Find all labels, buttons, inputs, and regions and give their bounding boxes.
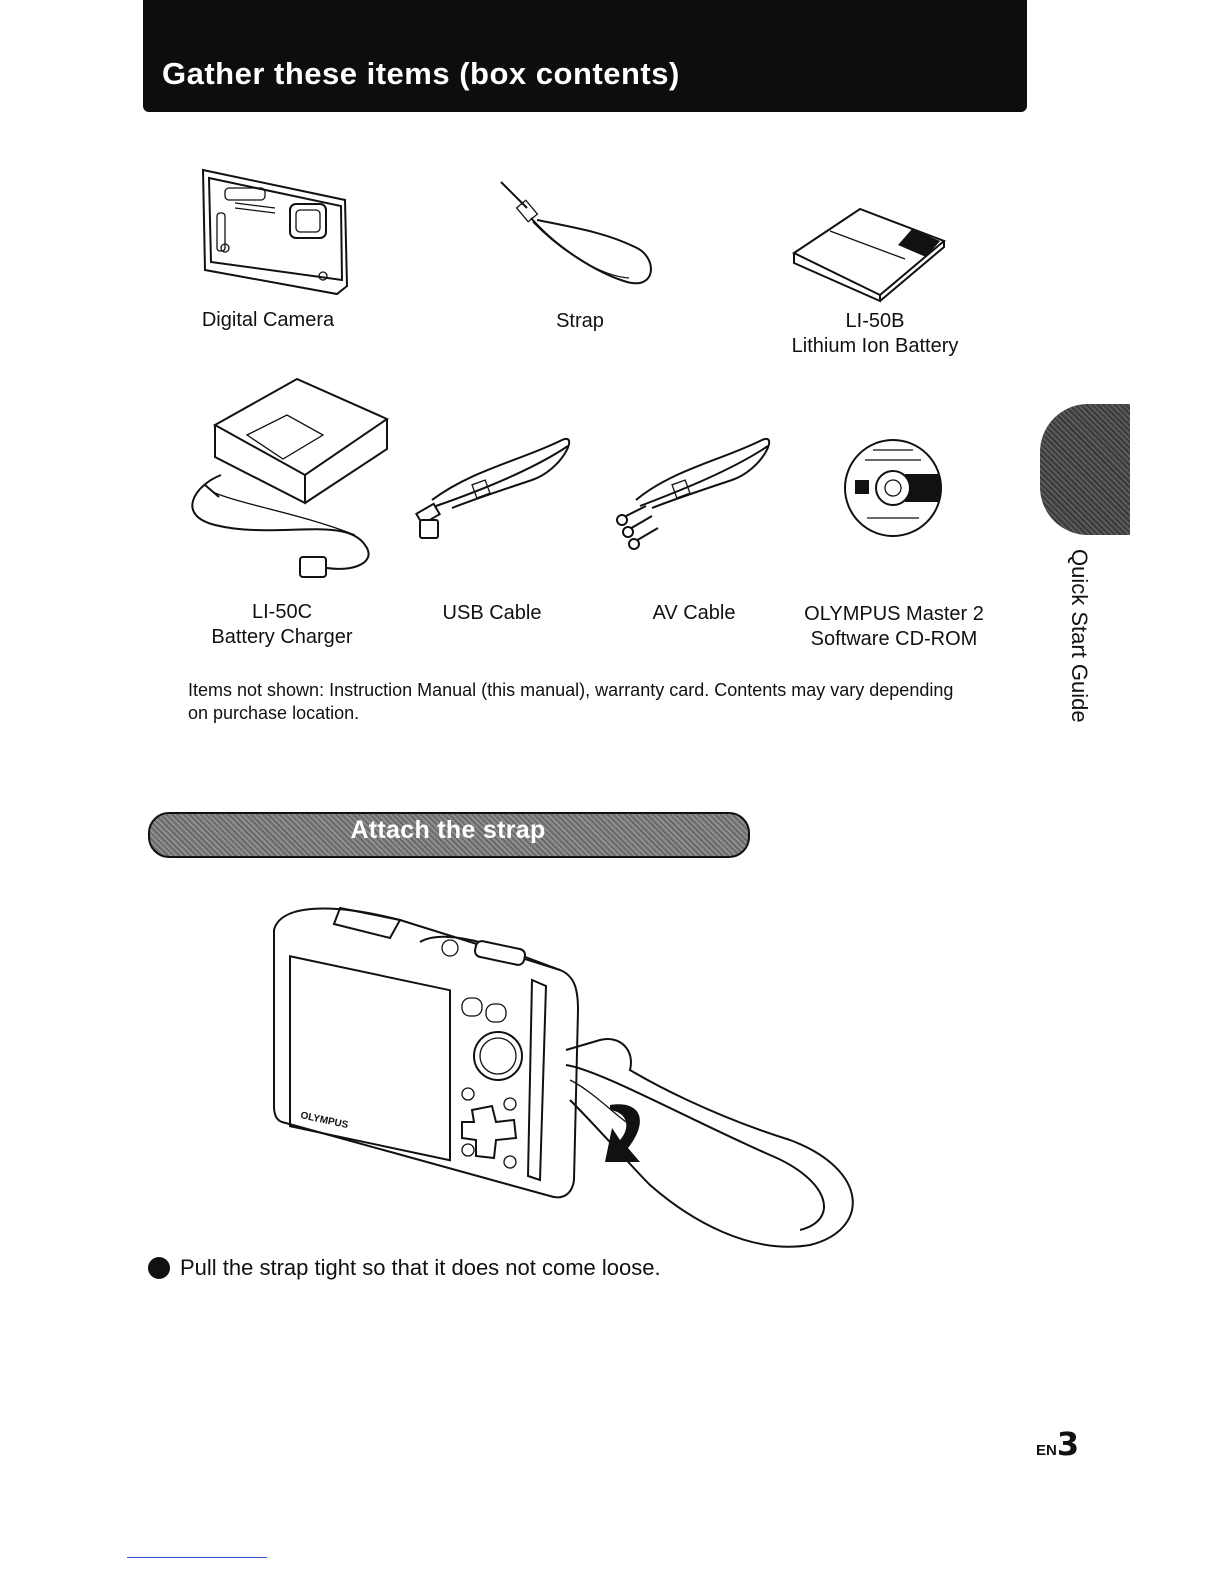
- camera-strap-illustration: OLYMPUS: [273, 906, 854, 1248]
- caption-line: LI-50B: [845, 310, 905, 332]
- strap-icon: [500, 181, 652, 285]
- side-tab-label: Quick Start Guide: [1067, 549, 1092, 723]
- item-caption-usb-cable: USB Cable: [412, 601, 572, 626]
- av-cable-icon: [616, 437, 771, 550]
- caption-line: Lithium Ion Battery: [791, 335, 959, 357]
- item-caption-charger: LI-50C Battery Charger: [182, 600, 382, 650]
- caption-line: Digital Camera: [201, 309, 335, 331]
- caption-line: Strap: [556, 310, 604, 332]
- page-title: Gather these items (box contents): [162, 56, 680, 91]
- header-bar: [143, 0, 1027, 112]
- side-tab-marker: [1040, 404, 1130, 535]
- camera-icon: [201, 168, 349, 296]
- page-number: EN3: [1036, 1425, 1079, 1463]
- items-not-shown-note: Items not shown: Instruction Manual (thi…: [188, 680, 954, 723]
- instruction-text: Pull the strap tight so that it does not…: [180, 1255, 661, 1280]
- item-caption-strap: Strap: [480, 309, 680, 334]
- item-caption-av-cable: AV Cable: [614, 601, 774, 626]
- caption-line: Battery Charger: [211, 626, 353, 648]
- caption-line: OLYMPUS Master 2: [804, 603, 984, 625]
- usb-cable-icon: [414, 437, 571, 539]
- item-caption-digital-camera: Digital Camera: [168, 308, 368, 333]
- section-title: Attach the strap: [350, 816, 546, 844]
- caption-line: Software CD-ROM: [810, 628, 978, 650]
- item-caption-cd-rom: OLYMPUS Master 2 Software CD-ROM: [774, 602, 1014, 652]
- battery-icon: [791, 207, 946, 303]
- charger-icon: [191, 377, 390, 578]
- item-caption-battery: LI-50B Lithium Ion Battery: [762, 309, 988, 359]
- caption-line: USB Cable: [442, 602, 542, 624]
- cd-rom-icon: [844, 439, 942, 537]
- page-language: EN: [1036, 1442, 1057, 1459]
- section-heading-bar: [148, 812, 750, 858]
- strap-instruction: Pull the strap tight so that it does not…: [148, 1255, 661, 1281]
- caption-line: LI-50C: [251, 601, 313, 623]
- bullet-icon: [148, 1257, 170, 1279]
- caption-line: AV Cable: [652, 602, 736, 624]
- footer-line: [127, 1557, 267, 1558]
- page-number-value: 3: [1056, 1425, 1080, 1463]
